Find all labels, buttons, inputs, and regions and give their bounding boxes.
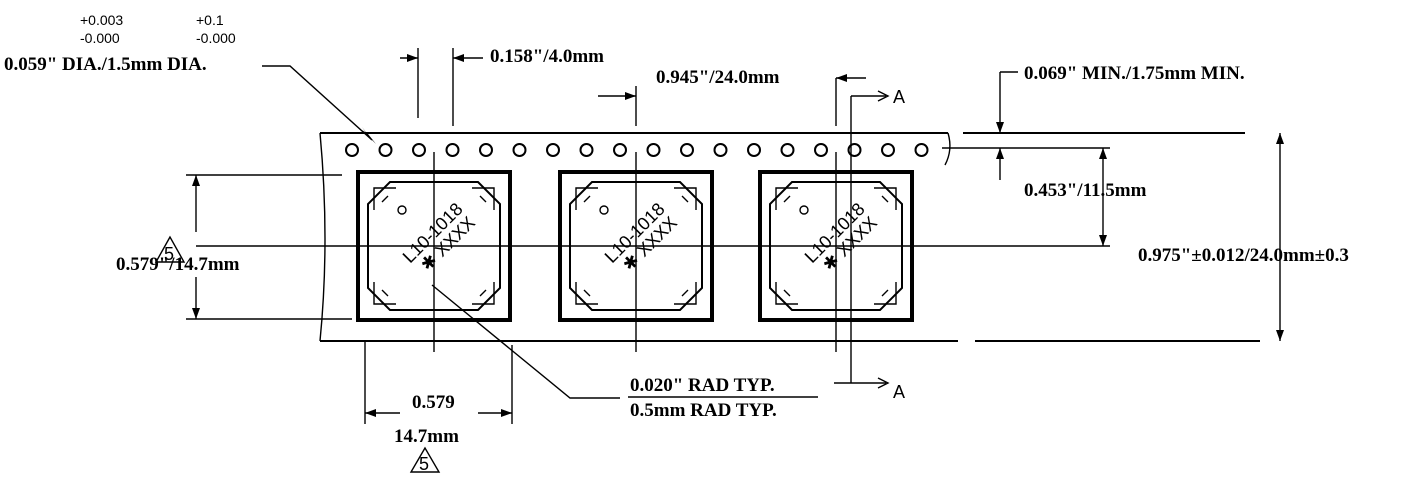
sprocket-hole <box>512 143 527 157</box>
component-pocket: L10-1018✱ XXXX <box>758 152 914 352</box>
terminal-pad <box>575 187 598 210</box>
terminal-pad <box>874 282 897 305</box>
hole-diameter-label: 0.059" DIA./1.5mm DIA. <box>4 54 207 75</box>
sprocket-hole <box>814 143 828 157</box>
corner-radius-inch-label: 0.020" RAD TYP. <box>630 375 775 396</box>
hole-to-center-label: 0.453"/11.5mm <box>1024 180 1147 201</box>
hole-tolerance-mm-plus: +0.1 <box>196 12 224 28</box>
carrier-tape-outline <box>319 132 1260 342</box>
terminal-pad <box>472 187 495 210</box>
component-pockets: L10-1018✱ XXXX L10-1018✱ XXXX L10-1018✱ XX… <box>356 152 914 352</box>
sprocket-hole <box>546 143 560 157</box>
corner-radius-callout: 0.020" RAD TYP. 0.5mm RAD TYP. <box>431 284 818 421</box>
sprocket-hole <box>747 143 761 157</box>
pin-one-marker <box>799 205 809 215</box>
terminal-pad <box>472 282 495 305</box>
hole-diameter-leader <box>262 65 373 141</box>
pocket-height-label: 0.579"/14.7mm <box>116 254 240 275</box>
sprocket-hole <box>713 143 728 157</box>
sprocket-hole <box>646 143 661 157</box>
hole-pitch-label: 0.158"/4.0mm <box>490 46 604 67</box>
hole-tolerance-mm-minus: -0.000 <box>196 30 236 46</box>
component-body <box>367 181 501 311</box>
terminal-pad <box>575 282 598 305</box>
pin-one-marker <box>599 205 609 215</box>
terminal-pad <box>373 282 396 305</box>
hole-pitch-dimension: 0.158"/4.0mm <box>400 46 604 126</box>
hole-tolerance-inch-plus: +0.003 <box>80 12 123 28</box>
sprocket-hole <box>680 143 694 157</box>
section-label-top: A <box>893 87 905 107</box>
sprocket-hole <box>881 143 895 157</box>
sprocket-hole <box>378 143 393 157</box>
component-pocket: L10-1018✱ XXXX <box>356 152 512 352</box>
component-body <box>769 181 903 311</box>
pocket-pitch-label: 0.945"/24.0mm <box>656 67 780 88</box>
sprocket-hole <box>445 143 460 157</box>
sprocket-hole <box>780 143 795 157</box>
terminal-pad <box>373 187 396 210</box>
sprocket-hole <box>345 143 359 157</box>
pocket-height-dimension: 5 0.579"/14.7mm <box>116 174 352 320</box>
sprocket-hole <box>613 143 627 157</box>
terminal-pad <box>674 282 697 305</box>
flag-note-bottom: 5 <box>419 454 429 474</box>
edge-to-hole-label: 0.069" MIN./1.75mm MIN. <box>1024 63 1245 84</box>
pocket-width-mm-label: 14.7mm <box>394 426 459 447</box>
section-label-bottom: A <box>893 382 905 402</box>
sprocket-hole <box>579 143 594 157</box>
terminal-pad <box>874 187 897 210</box>
sprocket-hole <box>412 143 426 157</box>
pocket-width-inch-label: 0.579 <box>412 392 455 413</box>
pocket-width-dimension: 0.579 14.7mm 5 <box>364 341 513 474</box>
terminal-pad <box>775 187 798 210</box>
tape-width-dimension: 0.975"±0.012/24.0mm±0.3 <box>1138 133 1349 341</box>
sprocket-holes <box>345 143 929 157</box>
pin-one-marker <box>397 205 407 215</box>
edge-to-hole-dimension: 0.069" MIN./1.75mm MIN. <box>942 63 1245 180</box>
terminal-pad <box>775 282 798 305</box>
component-pocket: L10-1018✱ XXXX <box>558 152 714 352</box>
component-body <box>569 181 703 311</box>
terminal-pad <box>674 187 697 210</box>
sprocket-hole <box>914 143 929 157</box>
hole-to-center-dimension: 0.453"/11.5mm <box>1024 148 1147 246</box>
flag-note-left: 5 <box>164 244 174 264</box>
sprocket-hole <box>479 143 493 157</box>
section-a-indicator: A A <box>834 87 905 402</box>
tape-width-label: 0.975"±0.012/24.0mm±0.3 <box>1138 245 1349 266</box>
pocket-pitch-dimension: 0.945"/24.0mm <box>598 67 866 126</box>
corner-radius-mm-label: 0.5mm RAD TYP. <box>630 400 777 421</box>
hole-tolerance-inch-minus: -0.000 <box>80 30 120 46</box>
